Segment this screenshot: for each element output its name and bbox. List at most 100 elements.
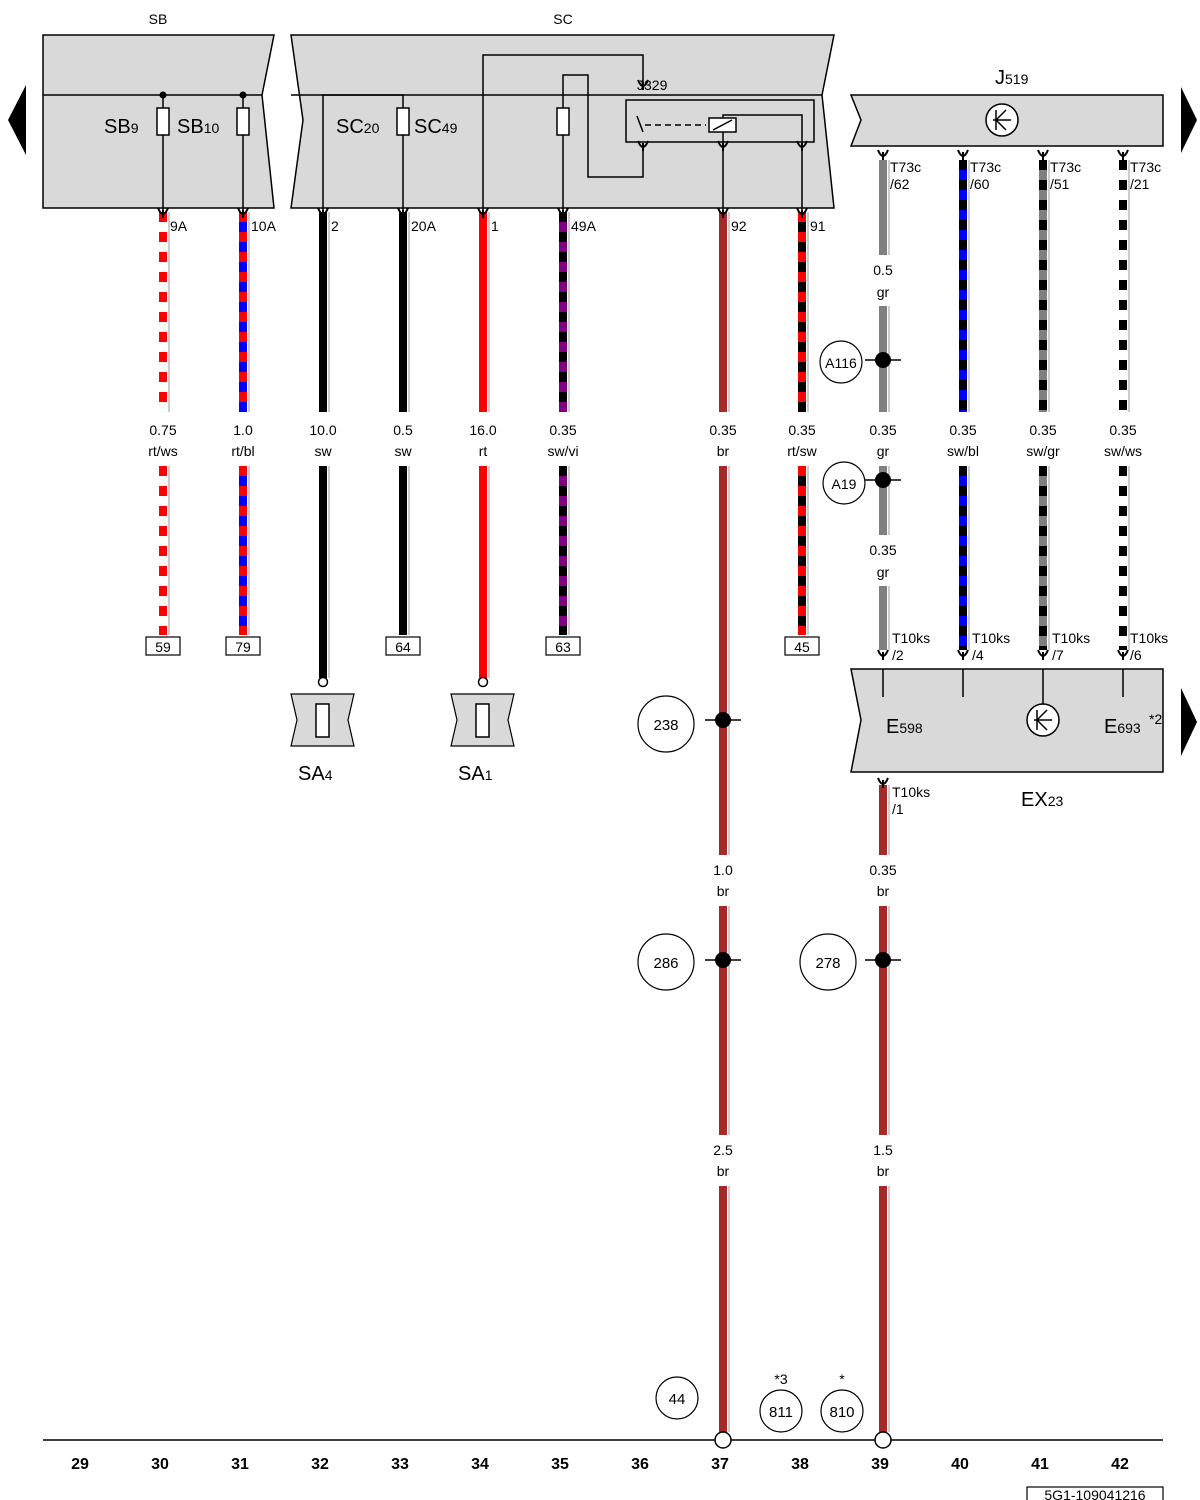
pin-label: T10ks [972, 630, 1010, 646]
wire-color: rt/bl [231, 443, 254, 459]
wire-42-upper[interactable] [1119, 160, 1130, 412]
label-j519: J519 [995, 67, 1029, 89]
reference-278[interactable]: 278 [799, 933, 857, 991]
wire-39-ground-seg1[interactable] [879, 785, 890, 855]
pin-label: 9A [170, 218, 188, 234]
wire-size: 0.35 [1029, 422, 1056, 438]
wire-37-seg2[interactable] [719, 466, 730, 855]
wire-color: sw/ws [1104, 443, 1142, 459]
connector-box-64[interactable]: 64 [385, 636, 421, 656]
wire-37-seg4[interactable] [719, 1186, 730, 1432]
connector-box-79[interactable]: 79 [225, 636, 261, 656]
wire-32-upper[interactable] [319, 212, 330, 412]
wire-color: gr [877, 284, 890, 300]
bus-junction-dot [239, 91, 247, 99]
reference-44[interactable]: 44 [655, 1376, 699, 1420]
pin-label: /62 [890, 176, 910, 192]
reference-label: 238 [653, 717, 678, 734]
connector-box-63[interactable]: 63 [545, 636, 581, 656]
pin-label: T73c [1130, 159, 1161, 175]
reference-811[interactable]: 811 [759, 1389, 803, 1433]
pin-label: 1 [491, 218, 499, 234]
wire-37-seg3[interactable] [719, 906, 730, 1135]
ground-terminal-39 [874, 1431, 892, 1449]
label-sb10: SB10 [177, 116, 219, 138]
wire-41-upper[interactable] [1039, 160, 1050, 412]
pin-label: 91 [810, 218, 826, 234]
column-number: 36 [631, 1456, 649, 1473]
label-sc20: SC20 [336, 116, 380, 138]
connector-box-59[interactable]: 59 [145, 636, 181, 656]
pin-label: 92 [731, 218, 747, 234]
pin-label: T73c [1050, 159, 1081, 175]
splice-label: A116 [825, 355, 857, 371]
wire-41-lower[interactable] [1039, 466, 1050, 650]
pin-label: /2 [892, 647, 904, 663]
wire-40-upper[interactable] [959, 160, 970, 412]
wire-34-lower[interactable] [479, 466, 490, 678]
wire-40-lower[interactable] [959, 466, 970, 650]
ring-terminal-icon [317, 676, 329, 688]
reference-811-note: *3 [774, 1371, 787, 1387]
splice-dot-icon [715, 952, 731, 968]
pin-label: 20A [411, 218, 437, 234]
pin-label: /60 [970, 176, 990, 192]
wire-color: br [717, 883, 730, 899]
wire-35-lower[interactable] [559, 466, 570, 635]
wire-color: br [877, 883, 890, 899]
wire-size: 0.35 [869, 542, 896, 558]
pin-label: /21 [1130, 176, 1150, 192]
wire-35-upper[interactable] [559, 212, 570, 412]
reference-810[interactable]: 810 [820, 1389, 864, 1433]
splice-a19[interactable]: A19 [822, 461, 866, 505]
splice-dot-icon [715, 712, 731, 728]
relay-j329-icon [636, 115, 737, 133]
wire-31-lower[interactable] [239, 466, 250, 635]
reference-286[interactable]: 286 [637, 933, 695, 991]
wire-38-upper[interactable] [798, 212, 809, 412]
wire-39-ground-seg2[interactable] [879, 906, 890, 1135]
bus-junction-dot [159, 91, 167, 99]
next-page-arrow-lower-icon[interactable] [1181, 688, 1197, 756]
wire-32-lower[interactable] [319, 466, 330, 678]
column-number: 42 [1111, 1456, 1129, 1473]
wire-42-lower[interactable] [1119, 466, 1130, 650]
wire-39-seg1[interactable] [879, 160, 890, 255]
wire-size: 0.5 [393, 422, 413, 438]
wire-color: sw [394, 443, 412, 459]
pin-label: /7 [1052, 647, 1064, 663]
ex23-internal-wiring [882, 669, 1124, 704]
wire-34-upper[interactable] [479, 212, 490, 412]
splice-dot-icon [875, 472, 891, 488]
wire-38-lower[interactable] [798, 466, 809, 635]
previous-page-arrow-icon[interactable] [8, 85, 26, 155]
wire-size: 0.35 [869, 422, 896, 438]
wire-37-seg1[interactable] [719, 212, 730, 412]
pin-label: 2 [331, 218, 339, 234]
splice-dot-icon [875, 352, 891, 368]
pin-label: T10ks [892, 784, 930, 800]
wire-39-seg4[interactable] [879, 586, 890, 650]
wire-33-lower[interactable] [399, 466, 410, 635]
wire-30-lower[interactable] [159, 466, 170, 635]
fuse-sb9-icon [156, 107, 170, 136]
column-number: 40 [951, 1456, 969, 1473]
pin-label: T73c [890, 159, 921, 175]
wire-33-upper[interactable] [399, 212, 410, 412]
column-number: 34 [471, 1456, 489, 1473]
wires-layer [159, 160, 1130, 1432]
wire-31-upper[interactable] [239, 212, 250, 412]
ex23-panel [850, 668, 1164, 773]
wire-30-upper[interactable] [159, 212, 170, 412]
wire-39-ground-seg3[interactable] [879, 1186, 890, 1432]
connector-box-45[interactable]: 45 [784, 636, 820, 656]
reference-label: 286 [653, 955, 678, 972]
next-page-arrow-icon[interactable] [1181, 87, 1197, 153]
splice-dot-icon [875, 952, 891, 968]
splice-a116[interactable]: A116 [819, 340, 863, 384]
reference-238[interactable]: 238 [637, 695, 695, 753]
wire-color: sw/gr [1026, 443, 1060, 459]
column-number: 37 [711, 1456, 729, 1473]
document-id: 5G1-109041216 [1026, 1486, 1164, 1500]
